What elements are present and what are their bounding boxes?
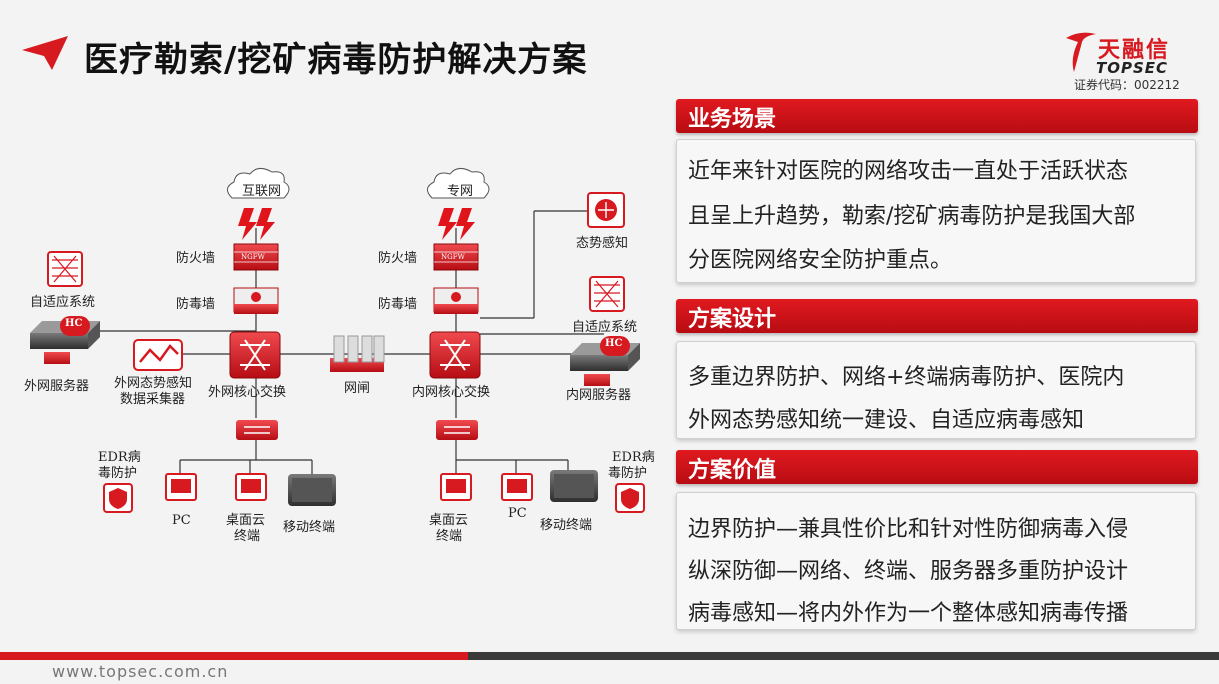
logo-en: TOPSEC <box>1096 59 1169 77</box>
section-heading-value: 方案价值 <box>676 450 1198 484</box>
desk-left-label-2: 终端 <box>234 529 261 544</box>
adaptive-left-label: 自适应系统 <box>30 295 96 310</box>
page-title: 医疗勒索/挖矿病毒防护解决方案 <box>84 40 588 80</box>
server-right-label: 内网服务器 <box>566 388 632 403</box>
ngfw-badge-right: NGFW <box>441 253 465 261</box>
collector-label-2: 数据采集器 <box>120 392 186 407</box>
server-icon <box>30 316 640 386</box>
section-body-scenario: 近年来针对医院的网络攻击一直处于活跃状态 且呈上升趋势，勒索/挖矿病毒防护是我国… <box>676 139 1196 283</box>
situation-label: 态势感知 <box>576 236 629 251</box>
lightning-icon <box>238 208 475 240</box>
desk-right-label-1: 桌面云 <box>429 513 469 528</box>
pc-left-label: PC <box>172 513 191 528</box>
edr-left-label-1: EDR病 <box>98 450 141 465</box>
core-right-label: 内网核心交换 <box>412 385 491 400</box>
cloud-internet-label: 互联网 <box>242 184 282 199</box>
edr-left-label-2: 毒防护 <box>98 466 138 481</box>
pc-right-label: PC <box>508 506 527 521</box>
collector-icon <box>133 339 183 371</box>
av-right-label: 防毒墙 <box>378 297 418 312</box>
firewall-icon <box>233 243 479 271</box>
section-body-design: 多重边界防护、网络+终端病毒防护、医院内 外网态势感知统一建设、自适应病毒感知 <box>676 341 1196 439</box>
edr-right-label-2: 毒防护 <box>608 466 648 481</box>
topsec-logo: 天融信 TOPSEC 证券代码：002212 <box>1058 26 1198 96</box>
ngfw-badge-left: NGFW <box>241 253 265 261</box>
footer-red-bar <box>0 652 468 660</box>
core-left-label: 外网核心交换 <box>208 385 287 400</box>
desk-right-label-2: 终端 <box>436 529 463 544</box>
stock-code: 证券代码：002212 <box>1074 78 1180 92</box>
desk-left-label-1: 桌面云 <box>226 513 266 528</box>
logo-swoosh-icon <box>1066 32 1096 72</box>
antivirus-gateway-icon <box>233 287 479 314</box>
edr-right-label-1: EDR病 <box>612 450 655 465</box>
footer-url[interactable]: www.topsec.com.cn <box>52 662 229 681</box>
av-left-label: 防毒墙 <box>176 297 216 312</box>
section-heading-design: 方案设计 <box>676 299 1198 333</box>
cloud-icon <box>227 168 490 199</box>
tablet-icon <box>288 470 598 506</box>
terminal-icon <box>165 473 533 501</box>
hc-right-label: HC <box>605 338 623 349</box>
firewall-left-label: 防火墙 <box>176 251 216 266</box>
net-gap-icon <box>330 335 385 372</box>
situation-awareness-icon <box>587 192 625 228</box>
section-body-value: 边界防护—兼具性价比和针对性防御病毒入侵 纵深防御—网络、终端、服务器多重防护设… <box>676 492 1196 630</box>
cloud-private-label: 专网 <box>447 184 474 199</box>
logo-cn: 天融信 <box>1098 38 1171 63</box>
section-heading-scenario: 业务场景 <box>676 99 1198 133</box>
core-switch-icon <box>229 331 481 379</box>
adaptive-system-icon <box>47 251 625 312</box>
footer-dark-bar <box>468 652 1219 660</box>
title-arrow-icon <box>22 36 68 70</box>
collector-label-1: 外网态势感知 <box>114 376 193 391</box>
mobile-right-label: 移动终端 <box>540 518 593 533</box>
mobile-left-label: 移动终端 <box>283 520 336 535</box>
adaptive-right-label: 自适应系统 <box>572 320 638 335</box>
firewall-right-label: 防火墙 <box>378 251 418 266</box>
access-switch-icon <box>236 420 478 440</box>
network-diagram <box>30 168 645 513</box>
gap-label: 网闸 <box>344 381 371 396</box>
hc-left-label: HC <box>65 318 83 329</box>
edr-shield-icon <box>103 483 645 513</box>
server-left-label: 外网服务器 <box>24 379 90 394</box>
